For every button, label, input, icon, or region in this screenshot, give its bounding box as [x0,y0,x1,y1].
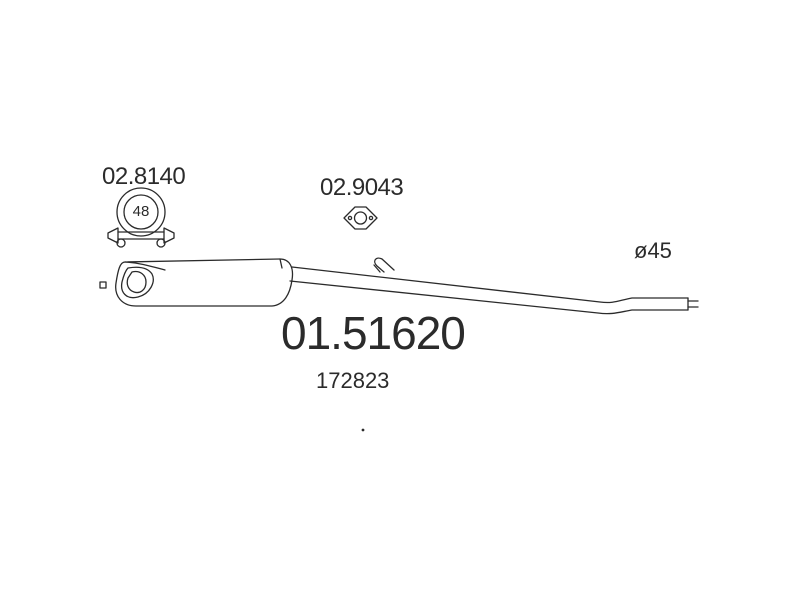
clamp-reference: 02.8140 [102,163,186,190]
pipe-diameter-label: ø45 [634,238,672,263]
gasket-icon [343,206,378,230]
oe-number: 172823 [316,368,390,393]
clamp-size-label: 48 [132,203,150,220]
hanger-icon [373,257,395,273]
silencer-body [115,258,294,307]
clamp-icon [107,187,175,248]
gasket-reference: 02.9043 [320,174,404,201]
square-marker [99,281,107,289]
exhaust-pipe [289,266,699,315]
part-number: 01.51620 [281,307,466,359]
dot-marker [361,428,365,432]
